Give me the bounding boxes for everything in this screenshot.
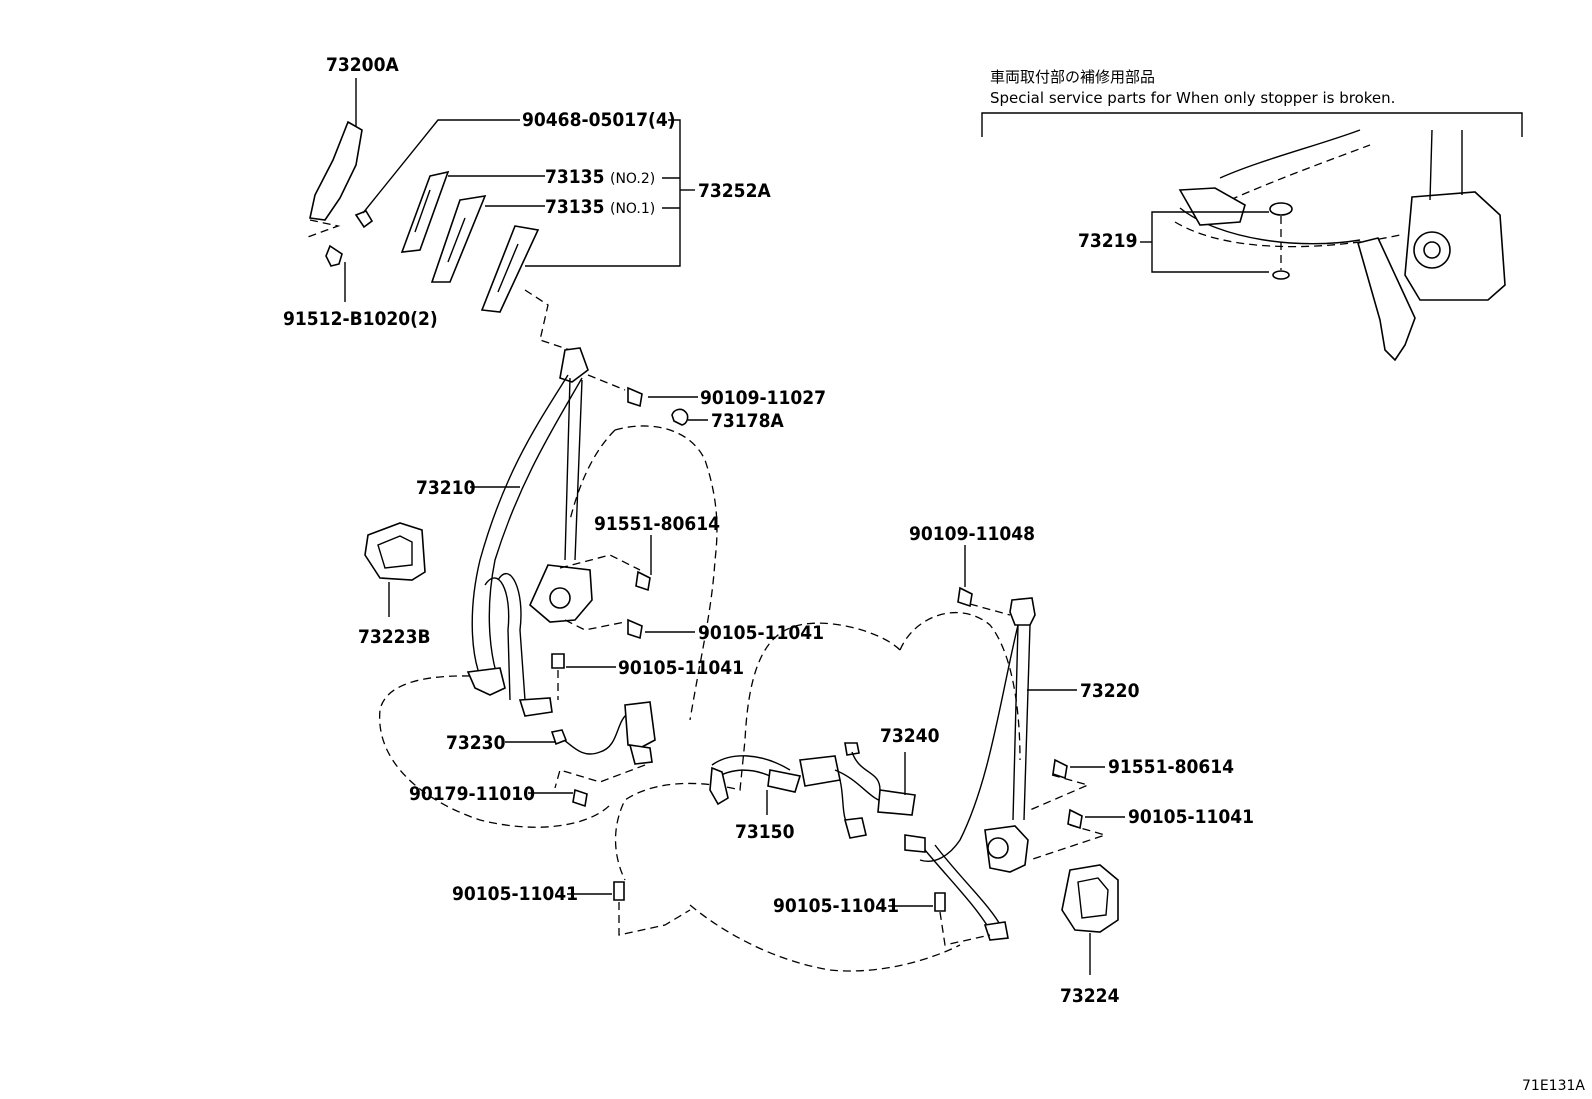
- cover-73252A-base: [480, 225, 540, 313]
- note-bracket: [981, 112, 1523, 137]
- label-90105-b: 90105-11041: [618, 657, 744, 679]
- bolt-91512-icon: [325, 244, 343, 267]
- label-90105-a: 90105-11041: [698, 622, 824, 644]
- clip-90468-icon: [354, 210, 374, 229]
- seatbelt-assembly-73210: [466, 347, 593, 717]
- nut-90179-icon: [572, 788, 588, 808]
- label-73135-no2: 73135: [545, 166, 604, 188]
- buckle-73240: [799, 742, 916, 839]
- bolt-90105-d-icon: [1067, 808, 1083, 830]
- label-73224: 73224: [1060, 985, 1120, 1007]
- label-90109-11048: 90109-11048: [909, 523, 1035, 545]
- label-73178A: 73178A: [711, 410, 784, 432]
- bracket-73219: [1151, 211, 1269, 273]
- label-73135-no2-suffix: (NO.2): [610, 171, 655, 187]
- left-seat-cushion-outline: [379, 675, 611, 828]
- label-90109-11027: 90109-11027: [700, 387, 826, 409]
- bolt-90105-e-icon: [934, 892, 946, 912]
- note-english: Special service parts for When only stop…: [990, 89, 1395, 107]
- label-91512: 91512-B1020(2): [283, 308, 438, 330]
- note-japanese: 車両取付部の補修用部品: [990, 68, 1155, 86]
- label-73150: 73150: [735, 821, 795, 843]
- bolt-90109-11027-icon: [627, 386, 643, 408]
- rear-seat-cushion-outline: [689, 904, 961, 972]
- bolt-90109-11048-icon: [957, 586, 973, 608]
- label-90179: 90179-11010: [409, 783, 535, 805]
- diagram-id: 71E131A: [1522, 1078, 1585, 1094]
- bolt-90105-b-icon: [551, 653, 565, 669]
- bolt-91551-a-icon: [635, 570, 651, 592]
- label-91551-a: 91551-80614: [594, 513, 720, 535]
- strap-73150: [709, 755, 802, 806]
- seatbelt-assembly-73220: [904, 597, 1036, 941]
- label-73220: 73220: [1080, 680, 1140, 702]
- left-seatback-outline: [614, 425, 718, 721]
- label-73230: 73230: [446, 732, 506, 754]
- stopper-cap-icon: [1269, 202, 1293, 216]
- label-73135-no1-suffix: (NO.1): [610, 201, 655, 217]
- label-73240: 73240: [880, 725, 940, 747]
- rear-seatback-outline: [614, 622, 901, 881]
- clip-73178A-icon: [671, 408, 689, 426]
- label-90105-e: 90105-11041: [773, 895, 899, 917]
- cover-73135-no2: [400, 170, 450, 253]
- inset-retractor-illustration: [1174, 129, 1506, 362]
- cover-73135-no1: [430, 194, 487, 283]
- label-90105-c: 90105-11041: [452, 883, 578, 905]
- anchor-bracket-73200A: [309, 120, 363, 221]
- label-90105-d: 90105-11041: [1128, 806, 1254, 828]
- cover-73224: [1061, 864, 1119, 933]
- label-73219: 73219: [1078, 230, 1137, 252]
- cover-73223B: [364, 522, 426, 581]
- label-91551-b: 91551-80614: [1108, 756, 1234, 778]
- label-73223B: 73223B: [358, 626, 431, 648]
- label-73200A: 73200A: [326, 54, 399, 76]
- buckle-73230: [550, 701, 656, 765]
- label-73135-no1: 73135: [545, 196, 604, 218]
- bolt-90105-a-icon: [627, 618, 643, 640]
- label-73252A: 73252A: [698, 180, 771, 202]
- bolt-90105-c-icon: [613, 881, 625, 901]
- label-90468: 90468-05017(4): [522, 109, 676, 131]
- stopper-washer-icon: [1272, 270, 1290, 280]
- label-73210: 73210: [416, 477, 476, 499]
